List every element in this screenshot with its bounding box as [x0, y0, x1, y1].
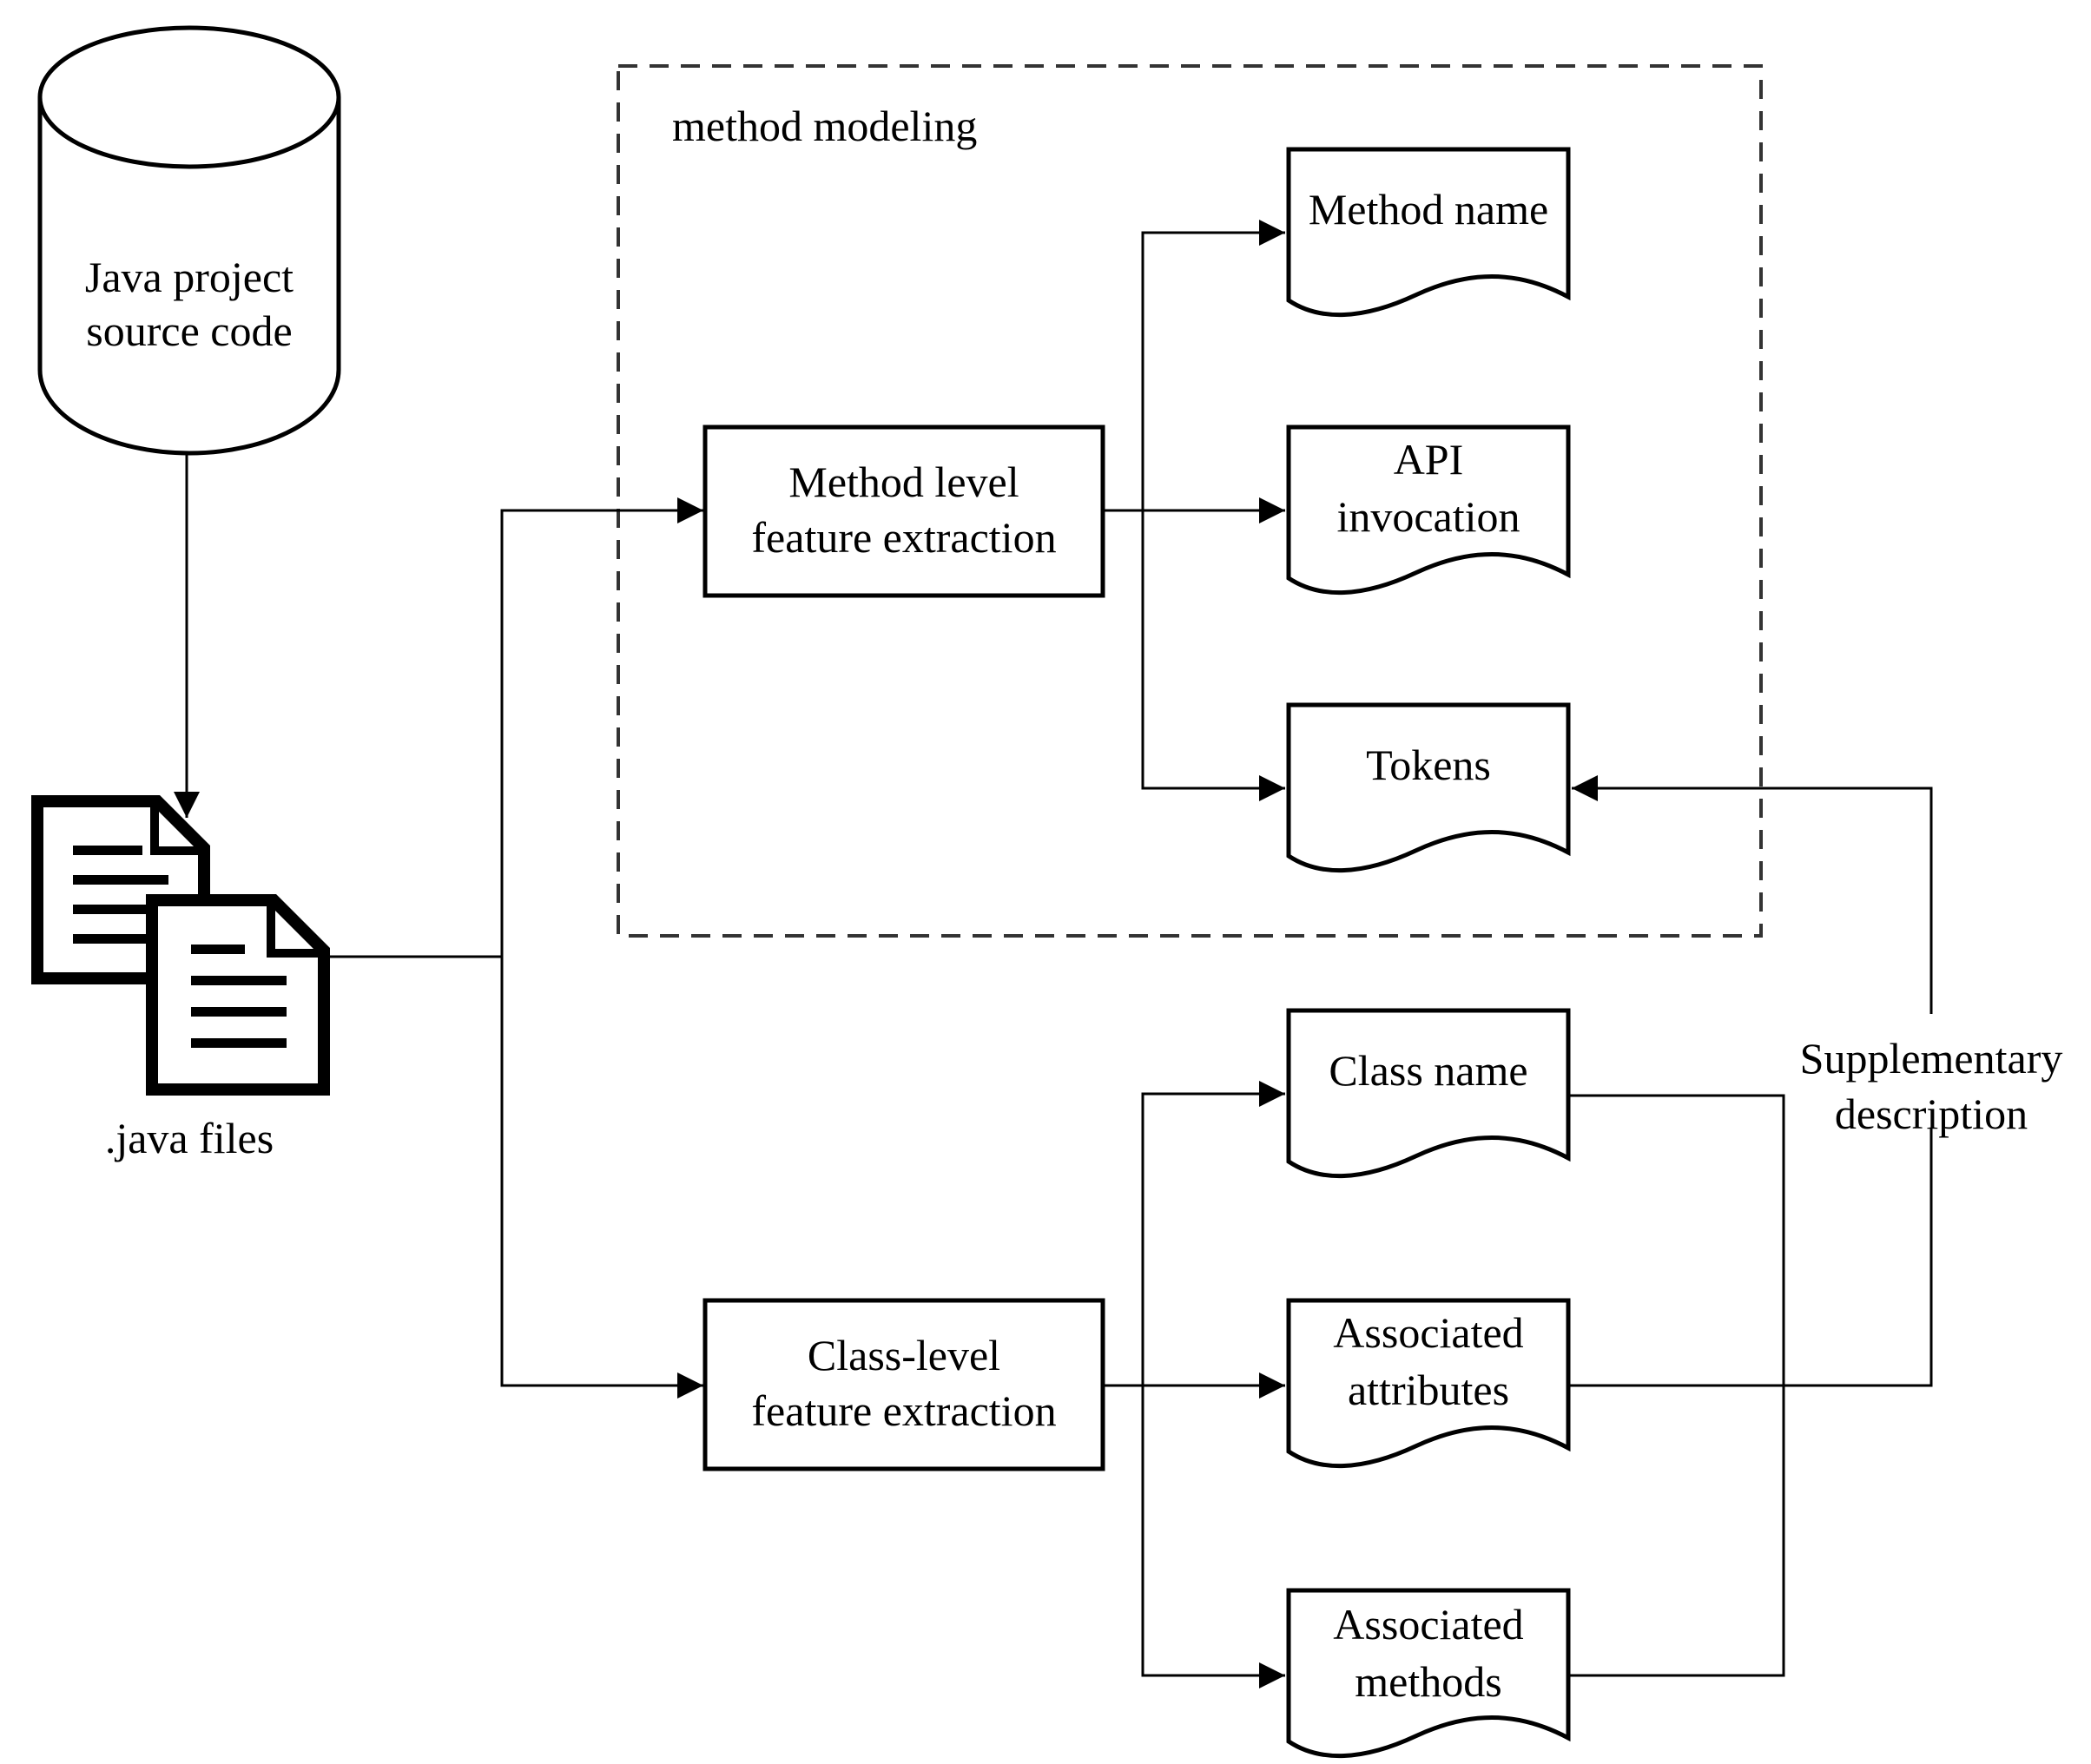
doc-class-name: Class name — [1286, 1008, 1571, 1179]
doc-api-label-line1: API — [1394, 435, 1464, 484]
class-process-line2: feature extraction — [751, 1386, 1056, 1435]
connector-supplementary-up — [1572, 775, 1933, 1014]
method-modeling-group — [617, 64, 1763, 938]
class-process-line1: Class-level — [808, 1331, 1000, 1379]
connector-files-to-method — [330, 497, 703, 958]
connector-method-to-method-name — [1103, 220, 1285, 512]
doc-tokens-label: Tokens — [1366, 740, 1491, 789]
doc-tokens: Tokens — [1286, 702, 1571, 873]
connector-files-to-class — [500, 957, 703, 1399]
doc-api-label-line2: invocation — [1336, 492, 1520, 541]
java-files-icon — [31, 795, 330, 1096]
class-feature-extraction-box — [702, 1298, 1105, 1471]
doc-method-name: Method name — [1286, 147, 1571, 318]
connector-supplementary-to-tokens — [1568, 1129, 1933, 1387]
supplementary-label-line2: description — [1835, 1089, 2028, 1138]
method-process-line1: Method level — [788, 457, 1019, 506]
doc-attributes-label-line1: Associated — [1333, 1308, 1523, 1357]
database-label-line2: source code — [86, 306, 292, 355]
doc-methods-label-line2: methods — [1355, 1657, 1501, 1706]
group-label: method modeling — [672, 102, 977, 150]
doc-api-invocation: API invocation — [1286, 425, 1571, 596]
doc-attributes-label-line2: attributes — [1348, 1366, 1509, 1414]
connector-class-to-class-name — [1103, 1081, 1285, 1387]
doc-methods-label-line1: Associated — [1333, 1600, 1523, 1649]
supplementary-label-line1: Supplementary — [1800, 1034, 2063, 1083]
method-feature-extraction-box — [702, 425, 1105, 598]
files-label: .java files — [105, 1114, 274, 1162]
doc-associated-methods: Associated methods — [1286, 1588, 1571, 1759]
method-process-line2: feature extraction — [751, 513, 1056, 562]
database-cylinder: Java project source code — [37, 25, 341, 456]
database-label-line1: Java project — [85, 253, 294, 301]
doc-method-name-label: Method name — [1309, 185, 1548, 234]
doc-class-name-label: Class name — [1329, 1046, 1527, 1095]
doc-associated-attributes: Associated attributes — [1286, 1298, 1571, 1469]
connector-method-to-tokens — [1141, 510, 1285, 801]
connector-class-to-methods — [1141, 1386, 1285, 1688]
